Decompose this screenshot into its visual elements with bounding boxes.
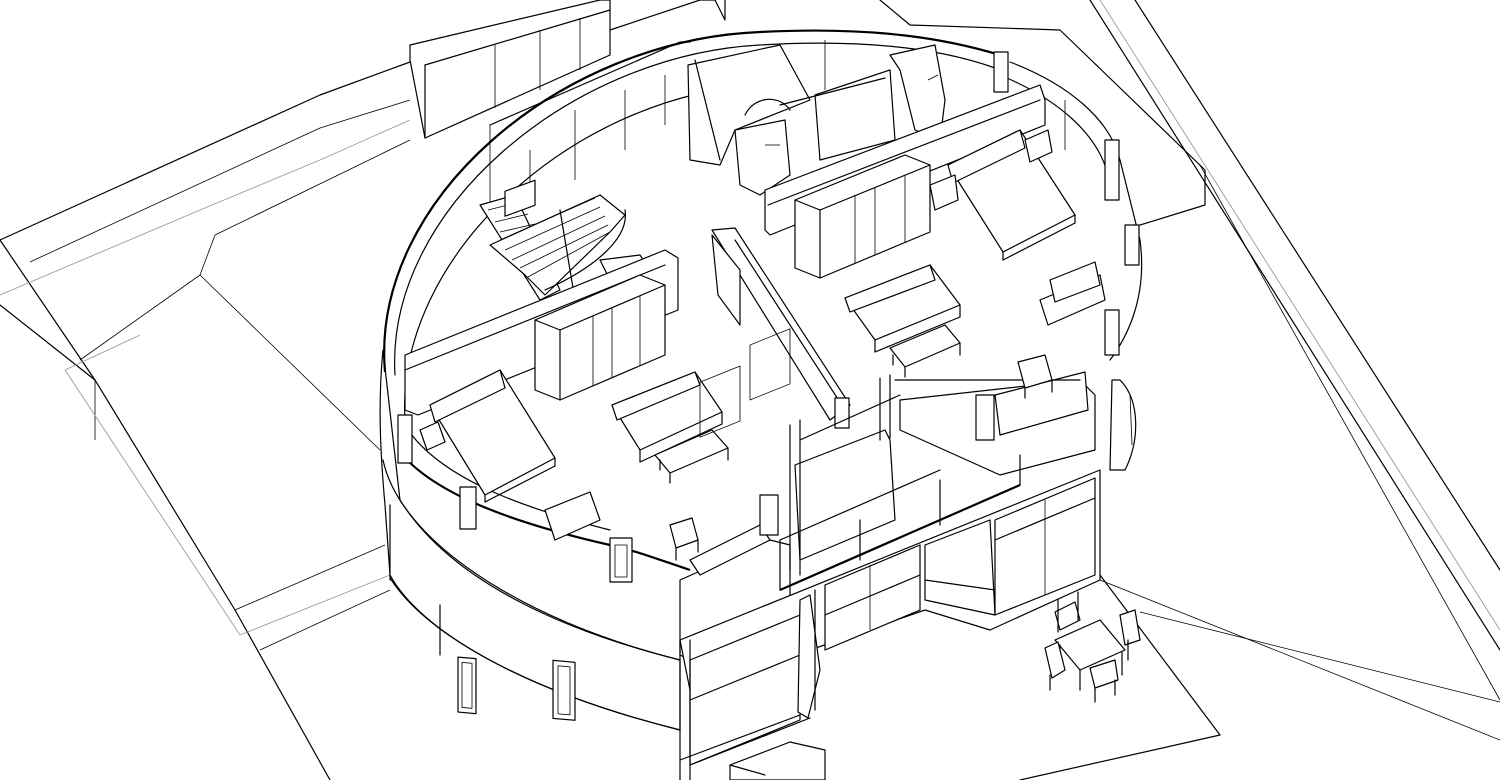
wardrobe-left <box>534 274 666 401</box>
gallery-chair-left <box>669 517 699 561</box>
staircase <box>479 194 651 301</box>
sofa-right <box>844 264 961 353</box>
patio-terrace <box>1019 574 1500 780</box>
boundary-fence <box>409 0 726 139</box>
wardrobe-right <box>794 154 931 279</box>
interior-back-walls <box>489 40 1066 210</box>
bathroom-pods <box>687 44 946 196</box>
armchair-left <box>544 491 601 541</box>
bed-right <box>929 129 1076 261</box>
street-edge <box>879 0 1500 701</box>
bed-left <box>419 179 556 503</box>
ghost-outline <box>0 119 411 636</box>
glazed-facade <box>679 328 1101 780</box>
gallery-chair-right <box>1017 354 1053 399</box>
armchair-right <box>1039 261 1106 326</box>
entry-step <box>729 741 826 780</box>
coffee-table-left <box>654 429 729 484</box>
outdoor-chairs <box>1044 591 1141 703</box>
coffee-table-right <box>889 324 961 378</box>
exterior-wall <box>379 349 1137 731</box>
